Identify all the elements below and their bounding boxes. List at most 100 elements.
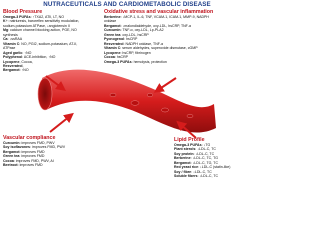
blood-cells	[109, 92, 194, 118]
nutraceutical-name: Resveratrol	[3, 63, 23, 68]
effect-text: : ↓LDL-C, TC	[193, 151, 215, 156]
oxidative-stress-panel: Oxidative stress and vascular inflammati…	[104, 9, 252, 64]
effect-text: : ↓LDL-C, TC	[197, 174, 219, 179]
nutraceutical-name: Mg	[3, 28, 9, 33]
effect-text: : ↓LDL-C, TC, TG	[190, 156, 219, 161]
list-item: Omega-3 PUFAs: ↓TG	[174, 143, 254, 147]
nutraceutical-name: Cocoa	[3, 158, 14, 163]
list-item: Curcumin: improves FMD, PWV	[3, 141, 103, 145]
nutraceutical-name: Bergamot	[3, 68, 20, 73]
nutraceutical-name: Lycopene	[104, 50, 121, 55]
list-item: Resveratrol: NADPH oxidase, TNF-α	[104, 42, 252, 46]
effect-text: : ↓MCP-1, IL-6, TNF, VCAM-1, ICAM-1, MMP…	[120, 15, 209, 19]
nutraceutical-name: Beetroot	[3, 163, 18, 168]
nutraceutical-name: Ca	[3, 37, 8, 42]
lipid-profile-heading: Lipid Profile	[174, 137, 205, 143]
list-item: ATPase	[3, 46, 103, 50]
nutraceutical-name: Omega-3 PUFAs	[3, 15, 31, 19]
list-item: Resveratrol,	[3, 64, 103, 68]
nutraceutical-name: Polyphenol	[3, 55, 23, 60]
nutraceutical-name: Omega-3 PUFAs	[104, 59, 132, 64]
effect-text: : serum aldehydes, superoxide dismutase,…	[120, 46, 198, 51]
effect-text: ,	[22, 63, 24, 68]
list-item: Cocoa: improves FMD, PWV, AI	[3, 159, 103, 163]
blood-pressure-panel: Blood Pressure Omega-3 PUFAs: ↑TXA2, ATI…	[3, 9, 103, 73]
effect-text: : ↓LDL-C, TC	[191, 169, 212, 174]
effect-text: oxidase	[104, 19, 117, 24]
list-item: Beetroot: improves FMD	[3, 163, 103, 167]
nutraceutical-name: Soy isoflavones	[3, 145, 31, 150]
nutraceutical-name: K	[3, 19, 6, 24]
list-item: Mg: calcium channel blocking action, PGE…	[3, 28, 103, 32]
nutraceutical-name: Red yeast rice	[174, 165, 199, 170]
list-item: Vitamin C: NO, PGI2, sodium-potassium, A…	[3, 42, 103, 46]
list-item: Bergamot: improves FMD	[3, 150, 103, 154]
effect-text: : ↓TG	[201, 143, 211, 147]
vascular-compliance-panel: Vascular compliance Curcumin: improves F…	[3, 135, 103, 168]
nutraceutical-name: Green tea	[3, 154, 20, 159]
nutraceutical-name: Green tea	[104, 32, 121, 37]
list-item: Red yeast rice: ↓LDL-C (statin-like)	[174, 165, 254, 169]
nutraceutical-name: Bergamot	[104, 23, 121, 28]
list-item: Lycopene, Cocoa,	[3, 60, 103, 64]
list-item: sodium-potassium ATPase, ↓angiotensin II	[3, 24, 103, 28]
list-item: Lycopene: hsCRP, fibrinogen	[104, 51, 252, 55]
nutraceutical-name: Omega-3 PUFAs	[174, 143, 202, 147]
effect-text: : improves FMD, PWV, AI	[13, 158, 54, 163]
oxidative-stress-heading: Oxidative stress and vascular inflammati…	[104, 9, 214, 15]
list-item: Plant sterols: ↓LDL-C, TC	[174, 147, 254, 151]
list-item: Curcumin: TNF-α, oxy-LDL, Lp-PLA2	[104, 28, 252, 32]
blood-pressure-heading: Blood Pressure	[3, 9, 43, 15]
nutraceutical-name: Cocoa	[104, 55, 115, 60]
effect-text: : ↓LDL-C (statin-like)	[198, 165, 231, 170]
effect-text: : improves FMD	[19, 149, 45, 154]
list-item: Omega-3 PUFAs: hemolysis, protection	[104, 60, 252, 64]
list-item: Soluble fibers: ↓LDL-C, TC	[174, 174, 254, 178]
oxidative-stress-list: Berberine: ↓MCP-1, IL-6, TNF, VCAM-1, IC…	[104, 15, 252, 64]
effect-text: synthesis	[3, 32, 18, 37]
list-item: Cocoa: hsCRP	[104, 55, 252, 59]
nutraceutical-name: Vitamin C	[3, 41, 20, 46]
effect-text: : hsCRP	[114, 55, 129, 60]
vessel-opening	[37, 77, 53, 111]
list-item: Ca: ↓ssRAA	[3, 37, 103, 41]
arrow-vascular	[49, 112, 74, 133]
nutraceutical-name: Bergamot	[174, 160, 191, 165]
list-item: synthesis	[3, 33, 103, 37]
effect-text: ATPase	[3, 46, 16, 51]
nutraceutical-name: Plant sterols	[174, 147, 196, 152]
nutraceutical-name: Soluble fibers	[174, 174, 198, 179]
effect-text: : ↓LDL-C, TC	[195, 147, 216, 152]
nutraceutical-name: Soy / fibre	[174, 169, 192, 174]
vessel-tube	[42, 69, 216, 133]
effect-text: : ↑NO	[19, 68, 29, 73]
list-item: Berberine: ↓LDL-C, TC, TG	[174, 156, 254, 160]
effect-text: : improves FMD, PWV	[30, 145, 66, 150]
list-item: Soy / fibre: ↓LDL-C, TC	[174, 170, 254, 174]
blood-vessel-illustration	[37, 69, 216, 139]
effect-text: : hsCRP, fibrinogen	[120, 50, 151, 55]
effect-text: : ↓LDL-C, TG, TC	[190, 160, 219, 165]
effect-text: : NO, PGI2, sodium-potassium, AT-II,	[19, 41, 78, 46]
effect-text: : oxy-LDL, hsCRP	[120, 32, 149, 37]
nutraceutical-name: Berberine	[174, 156, 191, 161]
effect-text: : ACE-inhibition, ↑NO	[22, 55, 56, 60]
effect-text: : improves FMD	[17, 163, 43, 168]
effect-text: : improves FMD	[19, 154, 45, 159]
list-item: Vitamin C: serum aldehydes, superoxide d…	[104, 46, 252, 50]
list-item: Green tea: oxy-LDL, hsCRP	[104, 33, 252, 37]
list-item: Soy isoflavones: improves FMD, PWV	[3, 145, 103, 149]
list-item: Aged garlic: ↑NO	[3, 51, 103, 55]
nutraceutical-name: Aged garlic	[3, 50, 23, 55]
list-item: Green tea: improves FMD	[3, 154, 103, 158]
list-item: Pycnogenol: hsCRP	[104, 37, 252, 41]
nutraceutical-name: Lycopene	[3, 59, 20, 64]
effect-text: : hemolysis, protection	[131, 59, 167, 64]
nutraceutical-name: Soy protein	[174, 151, 194, 156]
list-item: K+: natriuresis, baroreflex sensitivity …	[3, 19, 103, 23]
vascular-compliance-heading: Vascular compliance	[3, 135, 56, 141]
